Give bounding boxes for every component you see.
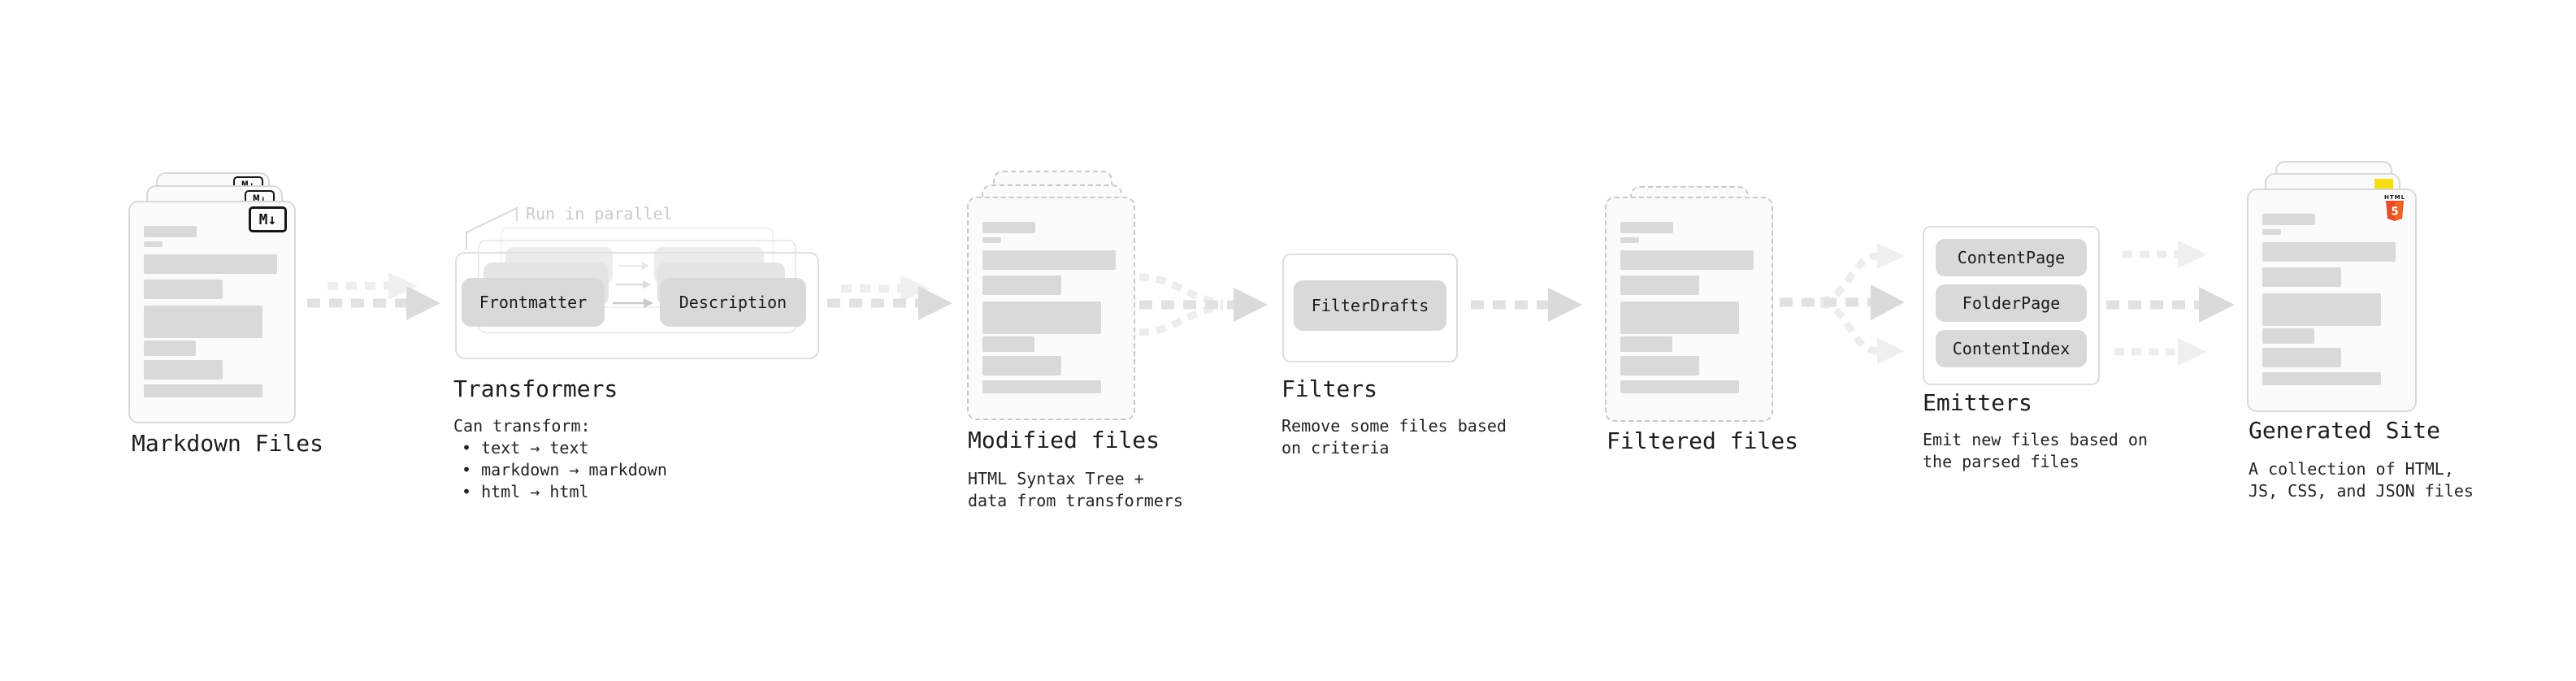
transform-bullet: • html → html bbox=[462, 482, 589, 501]
transform-bullet: • text → text bbox=[462, 438, 589, 458]
filterdrafts-node: FilterDrafts bbox=[1294, 280, 1446, 331]
js-icon bbox=[2374, 179, 2393, 189]
desc-line: HTML Syntax Tree + bbox=[968, 469, 1144, 488]
placeholder-bar bbox=[1620, 380, 1739, 393]
transform-step-arrow-icon bbox=[618, 262, 649, 270]
placeholder-bar bbox=[982, 380, 1101, 393]
modified-file-card-front bbox=[967, 197, 1135, 420]
svg-text:5: 5 bbox=[2391, 206, 2398, 219]
filtered-files-label: Filtered files bbox=[1607, 427, 1799, 454]
desc-line: A collection of HTML, bbox=[2249, 459, 2454, 479]
contentindex-node: ContentIndex bbox=[1936, 330, 2087, 367]
arrow-filters-to-filtered bbox=[1471, 288, 1582, 322]
transformers-title: Transformers bbox=[453, 375, 618, 402]
placeholder-bar bbox=[2262, 214, 2315, 225]
html5-shield-icon: 5 bbox=[2386, 201, 2404, 221]
arrow-modified-to-filters-merge bbox=[1138, 273, 1268, 336]
emitters-desc: Emit new files based on the parsed files bbox=[1923, 429, 2148, 473]
placeholder-bar bbox=[1620, 336, 1672, 352]
filtered-file-card-front bbox=[1605, 197, 1773, 422]
placeholder-bar bbox=[144, 384, 262, 397]
placeholder-bar bbox=[144, 360, 223, 380]
description-node: Description bbox=[660, 278, 806, 327]
placeholder-bar bbox=[2262, 229, 2281, 235]
placeholder-bar bbox=[1620, 301, 1739, 334]
placeholder-bar bbox=[1620, 222, 1673, 233]
placeholder-bar bbox=[2262, 293, 2381, 326]
transform-bullet: • markdown → markdown bbox=[462, 460, 667, 479]
filters-title: Filters bbox=[1281, 375, 1378, 402]
placeholder-bar bbox=[1620, 275, 1699, 295]
desc-line: JS, CSS, and JSON files bbox=[2249, 481, 2474, 501]
placeholder-bar bbox=[982, 275, 1061, 295]
placeholder-bar bbox=[144, 254, 277, 274]
html5-icon: HTML 5 bbox=[2384, 194, 2405, 224]
markdown-files-label: Markdown Files bbox=[132, 430, 324, 457]
generated-site-desc: A collection of HTML, JS, CSS, and JSON … bbox=[2249, 458, 2474, 502]
emitters-box: ContentPage FolderPage ContentIndex bbox=[1923, 226, 2100, 385]
site-file-card-html: HTML 5 bbox=[2247, 189, 2417, 412]
arrow-filtered-to-emitters-fanout bbox=[1780, 243, 1905, 364]
folderpage-node: FolderPage bbox=[1936, 284, 2087, 322]
placeholder-bar bbox=[144, 280, 223, 299]
placeholder-bar bbox=[2262, 242, 2396, 262]
placeholder-bar bbox=[1620, 356, 1699, 375]
desc-line: the parsed files bbox=[1923, 452, 2079, 471]
transformer-run-box bbox=[455, 252, 819, 359]
markdown-file-card-front: M↓ bbox=[128, 201, 296, 423]
placeholder-bar bbox=[144, 340, 196, 356]
placeholder-bar bbox=[982, 336, 1034, 352]
arrow-emitters-to-site bbox=[2106, 241, 2235, 366]
placeholder-bar bbox=[1620, 237, 1639, 243]
run-in-parallel-connector bbox=[466, 206, 518, 249]
placeholder-bar bbox=[2262, 348, 2341, 367]
placeholder-bar bbox=[982, 222, 1035, 233]
modified-files-desc: HTML Syntax Tree + data from transformer… bbox=[968, 468, 1183, 512]
markdown-icon: M↓ bbox=[249, 206, 287, 232]
transform-step-arrow-icon bbox=[613, 298, 653, 308]
desc-line: on criteria bbox=[1281, 438, 1390, 458]
placeholder-bar bbox=[982, 301, 1101, 334]
placeholder-bar bbox=[2262, 328, 2314, 344]
desc-line: Remove some files based bbox=[1281, 416, 1507, 436]
placeholder-bar bbox=[144, 306, 262, 338]
placeholder-bar bbox=[2262, 267, 2341, 287]
transformers-notes: Can transform: • text → text • markdown … bbox=[453, 415, 667, 503]
filters-box: FilterDrafts bbox=[1282, 254, 1458, 362]
transformer-layer-front: Frontmatter Description bbox=[455, 252, 819, 359]
transform-step-arrow-icon bbox=[615, 280, 652, 289]
arrow-markdown-to-transformers bbox=[307, 272, 440, 320]
frontmatter-node: Frontmatter bbox=[462, 278, 605, 327]
placeholder-bar bbox=[982, 237, 1001, 243]
filters-desc: Remove some files based on criteria bbox=[1281, 415, 1507, 459]
desc-line: data from transformers bbox=[968, 491, 1183, 510]
desc-line: Emit new files based on bbox=[1923, 430, 2148, 449]
placeholder-bar bbox=[1620, 250, 1754, 270]
contentpage-node: ContentPage bbox=[1936, 239, 2087, 276]
placeholder-bar bbox=[2262, 372, 2381, 385]
placeholder-bar bbox=[982, 356, 1061, 375]
can-transform-heading: Can transform: bbox=[453, 416, 591, 436]
placeholder-bar bbox=[982, 250, 1116, 270]
placeholder-bar bbox=[144, 241, 163, 247]
modified-files-label: Modified files bbox=[968, 427, 1160, 453]
run-in-parallel-note: Run in parallel bbox=[526, 204, 673, 223]
placeholder-bar bbox=[144, 226, 197, 237]
emitters-title: Emitters bbox=[1923, 389, 2032, 416]
generated-site-label: Generated Site bbox=[2249, 417, 2441, 444]
arrow-transformers-to-modified bbox=[827, 275, 952, 320]
